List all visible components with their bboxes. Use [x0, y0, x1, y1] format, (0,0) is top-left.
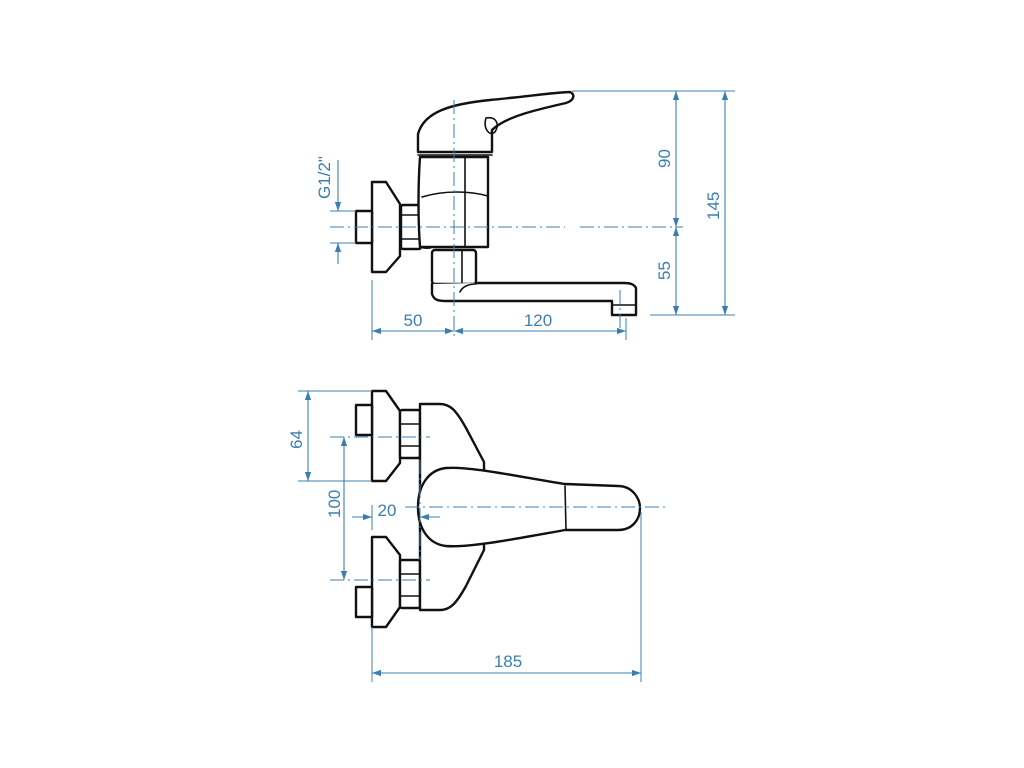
top-view: 64 100 20 185	[287, 389, 665, 682]
side-view: G1/2" 90 55 145 50 120	[315, 90, 735, 340]
dim-eccentric-offset: 20	[378, 501, 397, 520]
dim-wall-offset: 50	[404, 311, 423, 330]
top-upper-inlet-stub	[354, 403, 374, 437]
side-spout	[430, 281, 638, 317]
dim-thread-label: G1/2"	[315, 156, 334, 199]
dim-height-upper: 90	[655, 149, 674, 168]
dim-flange-height: 64	[287, 430, 306, 449]
top-upper-flange	[370, 389, 402, 483]
side-mixer-body	[417, 155, 490, 249]
top-lower-inlet-stub	[354, 585, 374, 619]
top-lower-flange	[370, 535, 402, 629]
dim-spout-length: 120	[524, 311, 552, 330]
dim-total-depth: 185	[494, 652, 522, 671]
dim-height-lower: 55	[655, 261, 674, 280]
dim-height-total: 145	[704, 192, 723, 220]
top-upper-hex-nut	[398, 408, 422, 460]
top-lower-hex-nut	[398, 558, 422, 610]
dim-inlet-spacing: 100	[325, 490, 344, 518]
